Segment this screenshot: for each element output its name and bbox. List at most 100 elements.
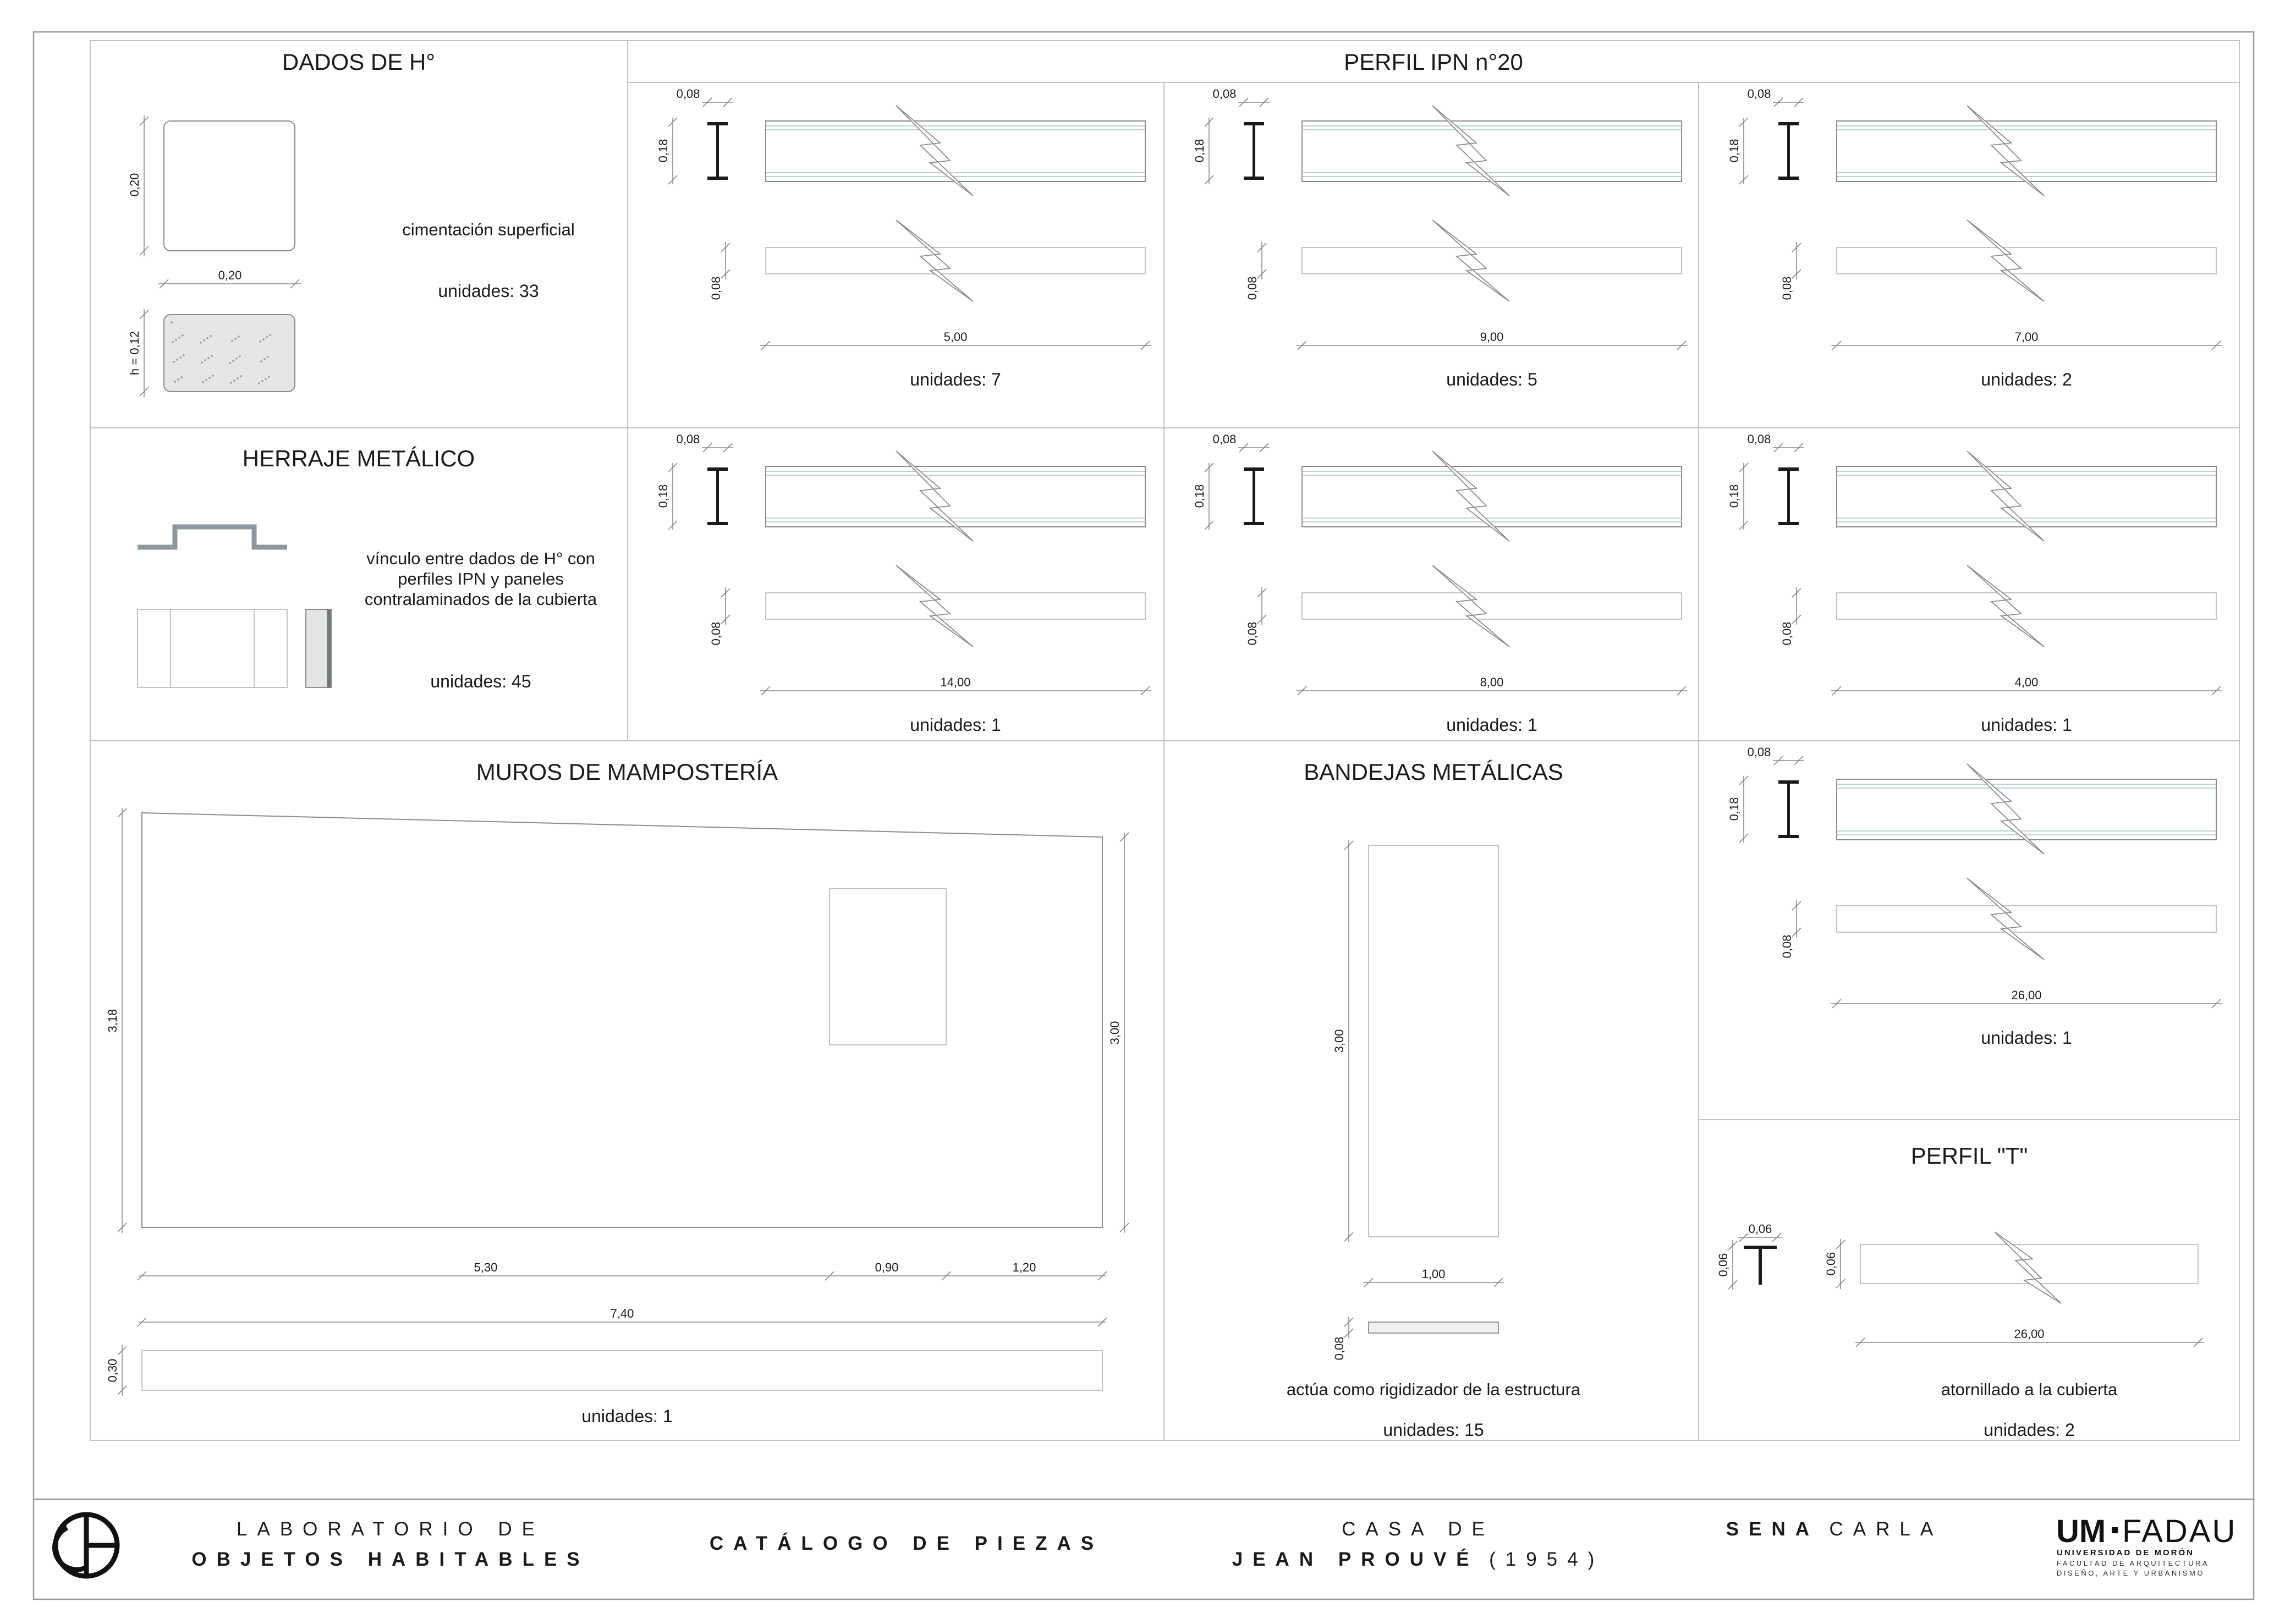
ipn-profile-height-dimension: 0,18 xyxy=(1727,485,1741,508)
dimension-tick xyxy=(761,686,771,696)
dimension-tick xyxy=(1239,443,1249,453)
perfil-t-description: atornillado a la cubierta xyxy=(1941,1380,2118,1399)
muros-segment-dimension-3: 1,20 xyxy=(1013,1260,1036,1274)
ipn-length-dimension: 8,00 xyxy=(1480,675,1504,689)
dimension-tick xyxy=(117,808,127,818)
dimension-tick xyxy=(721,614,730,624)
bandejas-units: unidades: 15 xyxy=(1383,1420,1484,1440)
concrete-stipple-dot xyxy=(231,340,233,342)
dimension-tick xyxy=(2193,1337,2203,1347)
dimension-tick xyxy=(1493,1278,1503,1287)
dados-section-view xyxy=(163,314,295,392)
bandejas-description: actúa como rigidizador de la estructura xyxy=(1287,1380,1581,1399)
dimension-tick xyxy=(1677,340,1687,350)
ipn-profile-width-dimension: 0,08 xyxy=(1748,87,1771,101)
concrete-stipple-dot xyxy=(210,335,212,337)
muros-wall-opening xyxy=(829,888,947,1045)
dimension-tick xyxy=(1257,243,1267,252)
dimension-tick xyxy=(1792,901,1801,911)
ipn-profile-height-dimension: 0,18 xyxy=(1727,139,1741,163)
dimension-tick xyxy=(137,1271,147,1281)
dimension-tick xyxy=(1792,243,1801,252)
dimension-tick xyxy=(1794,756,1804,766)
dimension-tick xyxy=(159,279,169,289)
perfil-t-units: unidades: 2 xyxy=(1984,1420,2074,1440)
title-block-author-name: CARLA xyxy=(1829,1518,1943,1540)
concrete-stipple-dot xyxy=(260,360,262,362)
ipn-break-mark xyxy=(896,565,974,647)
muros-wall-elevation xyxy=(141,812,1103,1228)
title-block-author: SENA CARLA xyxy=(1726,1518,1943,1540)
dimension-tick xyxy=(117,1346,127,1356)
concrete-stipple-dot xyxy=(235,357,238,360)
ipn-profile-height-dimension: 0,18 xyxy=(656,139,670,163)
ipn-break-mark xyxy=(896,219,974,302)
ipn-length-dimension: 9,00 xyxy=(1480,330,1504,344)
ipn-units: unidades: 1 xyxy=(1981,1028,2072,1048)
concrete-stipple-dot xyxy=(262,338,265,340)
concrete-stipple-dot xyxy=(238,335,240,338)
brand-fadau: FADAU xyxy=(2122,1513,2237,1549)
dimension-tick xyxy=(1097,1271,1107,1281)
dimension-tick xyxy=(1739,463,1749,472)
concrete-stipple-dot xyxy=(180,376,183,378)
ipn-length-dimension: 7,00 xyxy=(2015,330,2039,344)
ipn-beam-plan xyxy=(1836,247,2217,274)
ipn-units: unidades: 1 xyxy=(1981,715,2072,735)
dimension-tick xyxy=(1728,1280,1738,1290)
ipn-profile-icon xyxy=(1778,467,1799,525)
dimension-tick xyxy=(825,1271,834,1281)
dimension-tick xyxy=(1239,97,1249,107)
dimension-tick xyxy=(1728,1241,1738,1251)
muros-wall-section xyxy=(141,1350,1103,1391)
concrete-stipple-dot xyxy=(258,382,260,384)
ipn-break-mark xyxy=(1432,105,1510,196)
herraje-title: HERRAJE METÁLICO xyxy=(243,445,475,471)
dimension-tick xyxy=(1204,117,1214,127)
ipn-title: PERFIL IPN n°20 xyxy=(1344,49,1523,75)
concrete-stipple-dot xyxy=(212,375,214,377)
concrete-stipple-dot xyxy=(182,334,184,337)
dimension-tick xyxy=(1773,756,1783,766)
ipn-break-mark xyxy=(1432,219,1510,302)
muros-thickness-dimension: 0,30 xyxy=(106,1359,119,1383)
dados-height-dimension: 0,20 xyxy=(128,173,141,197)
perfil-t-break-mark xyxy=(1994,1231,2062,1304)
ipn-profile-width-dimension: 0,08 xyxy=(1213,432,1237,446)
dimension-tick xyxy=(1204,520,1214,530)
title-block-lab-line-1: LABORATORIO DE xyxy=(237,1518,545,1540)
perfil-t-width-dimension: 0,06 xyxy=(1749,1222,1772,1236)
dados-section: DADOS DE H° 0,20 0,20 h = 0,12 cimentaci… xyxy=(128,49,575,397)
title-block: LABORATORIO DE OBJETOS HABITABLES CATÁLO… xyxy=(52,1512,2237,1579)
brand-separator-dot xyxy=(2112,1527,2118,1533)
dados-width-dimension: 0,20 xyxy=(218,268,242,282)
ipn-profile-icon xyxy=(1778,122,1799,180)
dimension-tick xyxy=(1792,927,1801,937)
bandejas-section: BANDEJAS METÁLICAS 3,00 1,00 0,08 actúa … xyxy=(1287,759,1581,1440)
dimension-tick xyxy=(2211,999,2221,1009)
concrete-stipple-dot xyxy=(173,361,175,363)
perfil-t-profile-icon xyxy=(1744,1246,1777,1285)
title-block-house-line-1: CASA DE xyxy=(1342,1518,1495,1540)
perfil-t-section: PERFIL "T" 0,06 0,06 0,06 26,00 atornill… xyxy=(1716,1143,2204,1440)
concrete-stipple-dot xyxy=(201,361,203,364)
dimension-tick xyxy=(1297,686,1307,696)
ipn-profile-icon xyxy=(1244,467,1264,525)
dimension-tick xyxy=(1794,443,1804,453)
dimension-tick xyxy=(1739,175,1749,185)
ipn-beam-thickness-dimension: 0,08 xyxy=(709,277,723,300)
ipn-break-mark xyxy=(896,450,974,542)
herraje-plate-plan xyxy=(137,609,288,688)
concrete-stipple-dot xyxy=(205,379,207,381)
perfil-t-title: PERFIL "T" xyxy=(1911,1143,2028,1169)
ipn-break-mark xyxy=(1967,878,2045,960)
dimension-tick xyxy=(117,1223,127,1232)
dimension-tick xyxy=(1773,443,1783,453)
ipn-length-dimension: 26,00 xyxy=(2011,988,2041,1002)
